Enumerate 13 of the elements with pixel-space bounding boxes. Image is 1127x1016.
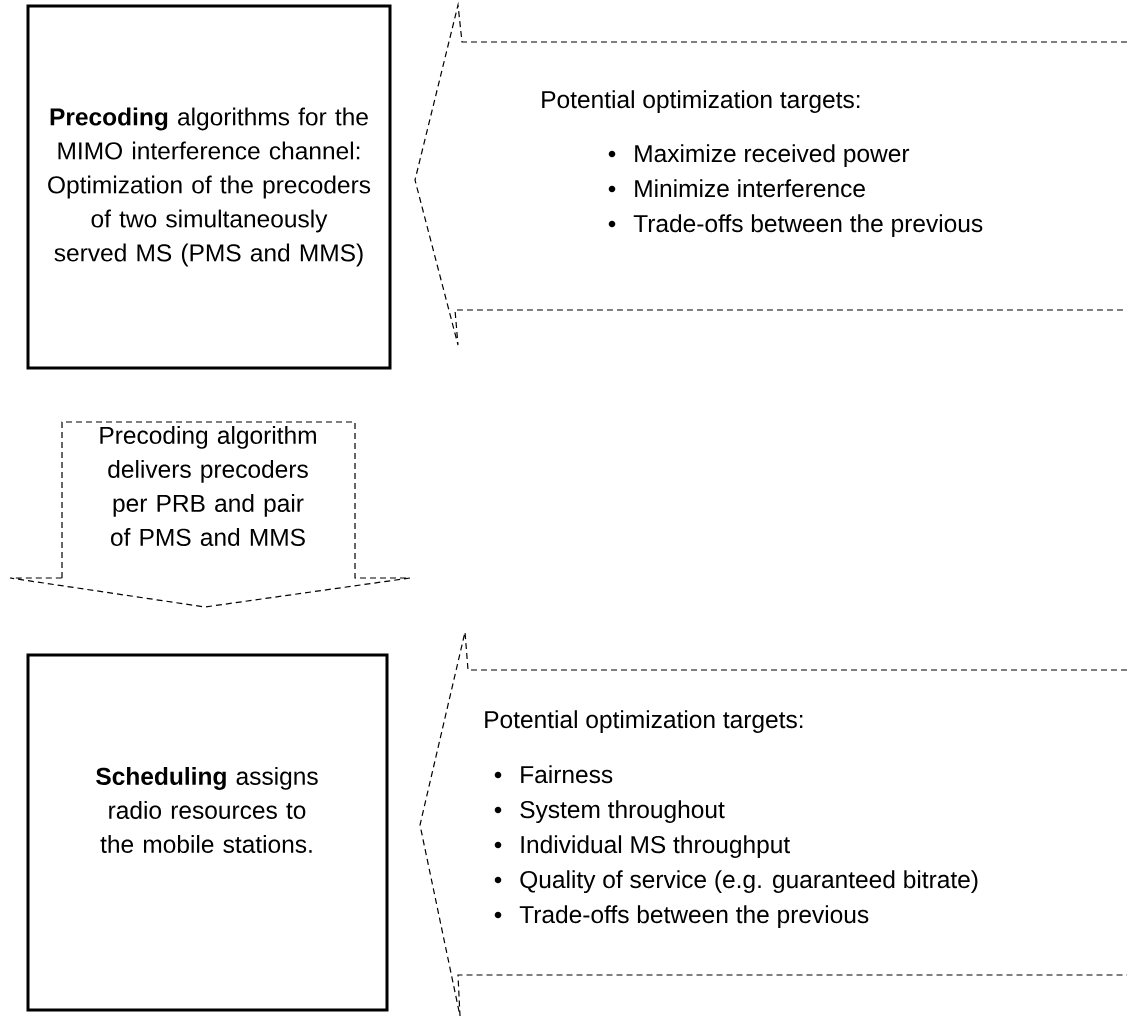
list-item: Trade-offs between the previous xyxy=(633,214,983,238)
list-item: Trade-offs between the previous xyxy=(519,905,869,929)
list-item: Maximize received power xyxy=(635,144,910,168)
list-item: Individual MS throughput xyxy=(521,835,790,859)
text-box: Scheduling assigns radio resources to the mobile stations. xyxy=(26,653,389,1012)
node-label: Potential optimization targets: xyxy=(485,710,803,734)
list-item: Minimize interference xyxy=(635,179,865,198)
list-item: Quality of service (e.g. guaranteed bitrate) xyxy=(520,870,978,894)
list-item: Fairness xyxy=(521,765,613,784)
list-item: System throughout xyxy=(520,800,725,824)
arrow-shape: Precoding algorithm delivers precoders per PRB and pair of PMS and MMS xyxy=(9,421,411,608)
node-label: Potential optimization targets: xyxy=(542,90,860,114)
text-box: Precoding algorithms for the MIMO interference channel: Optimization of the precoders of two simultaneously served MS (PMS and MMS) xyxy=(26,4,392,370)
